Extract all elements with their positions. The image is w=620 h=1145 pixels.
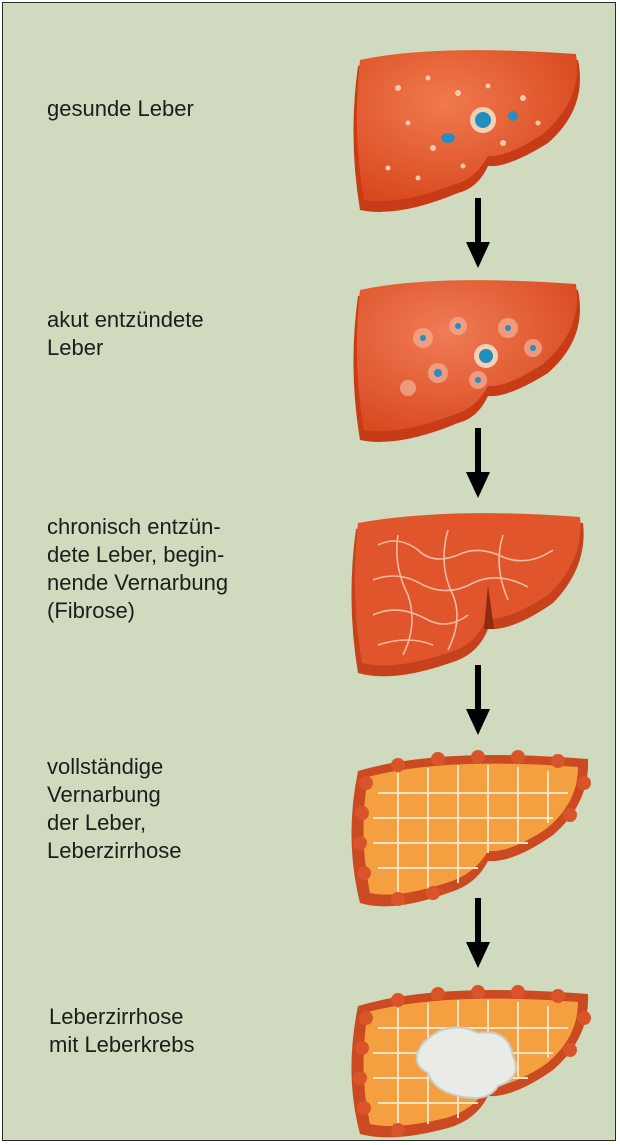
stage-label-chronic-fibrosis: chronisch entzün- dete Leber, begin- nen…: [47, 513, 307, 625]
stage-label-healthy: gesunde Leber: [47, 95, 307, 123]
cirrhotic-liver-icon: [338, 743, 600, 913]
down-arrow-icon: [466, 428, 490, 498]
cirrhosis-with-cancer-liver-icon: [338, 978, 600, 1143]
stage-label-cirrhosis-cancer: Leberzirrhose mit Leberkrebs: [49, 1003, 309, 1059]
stage-label-acute-inflammation: akut entzündete Leber: [47, 306, 307, 362]
down-arrow-icon: [466, 665, 490, 735]
stage-label-cirrhosis: vollständige Vernarbung der Leber, Leber…: [47, 753, 307, 865]
fibrotic-liver-icon: [338, 505, 600, 685]
down-arrow-icon: [466, 898, 490, 968]
down-arrow-icon: [466, 198, 490, 268]
